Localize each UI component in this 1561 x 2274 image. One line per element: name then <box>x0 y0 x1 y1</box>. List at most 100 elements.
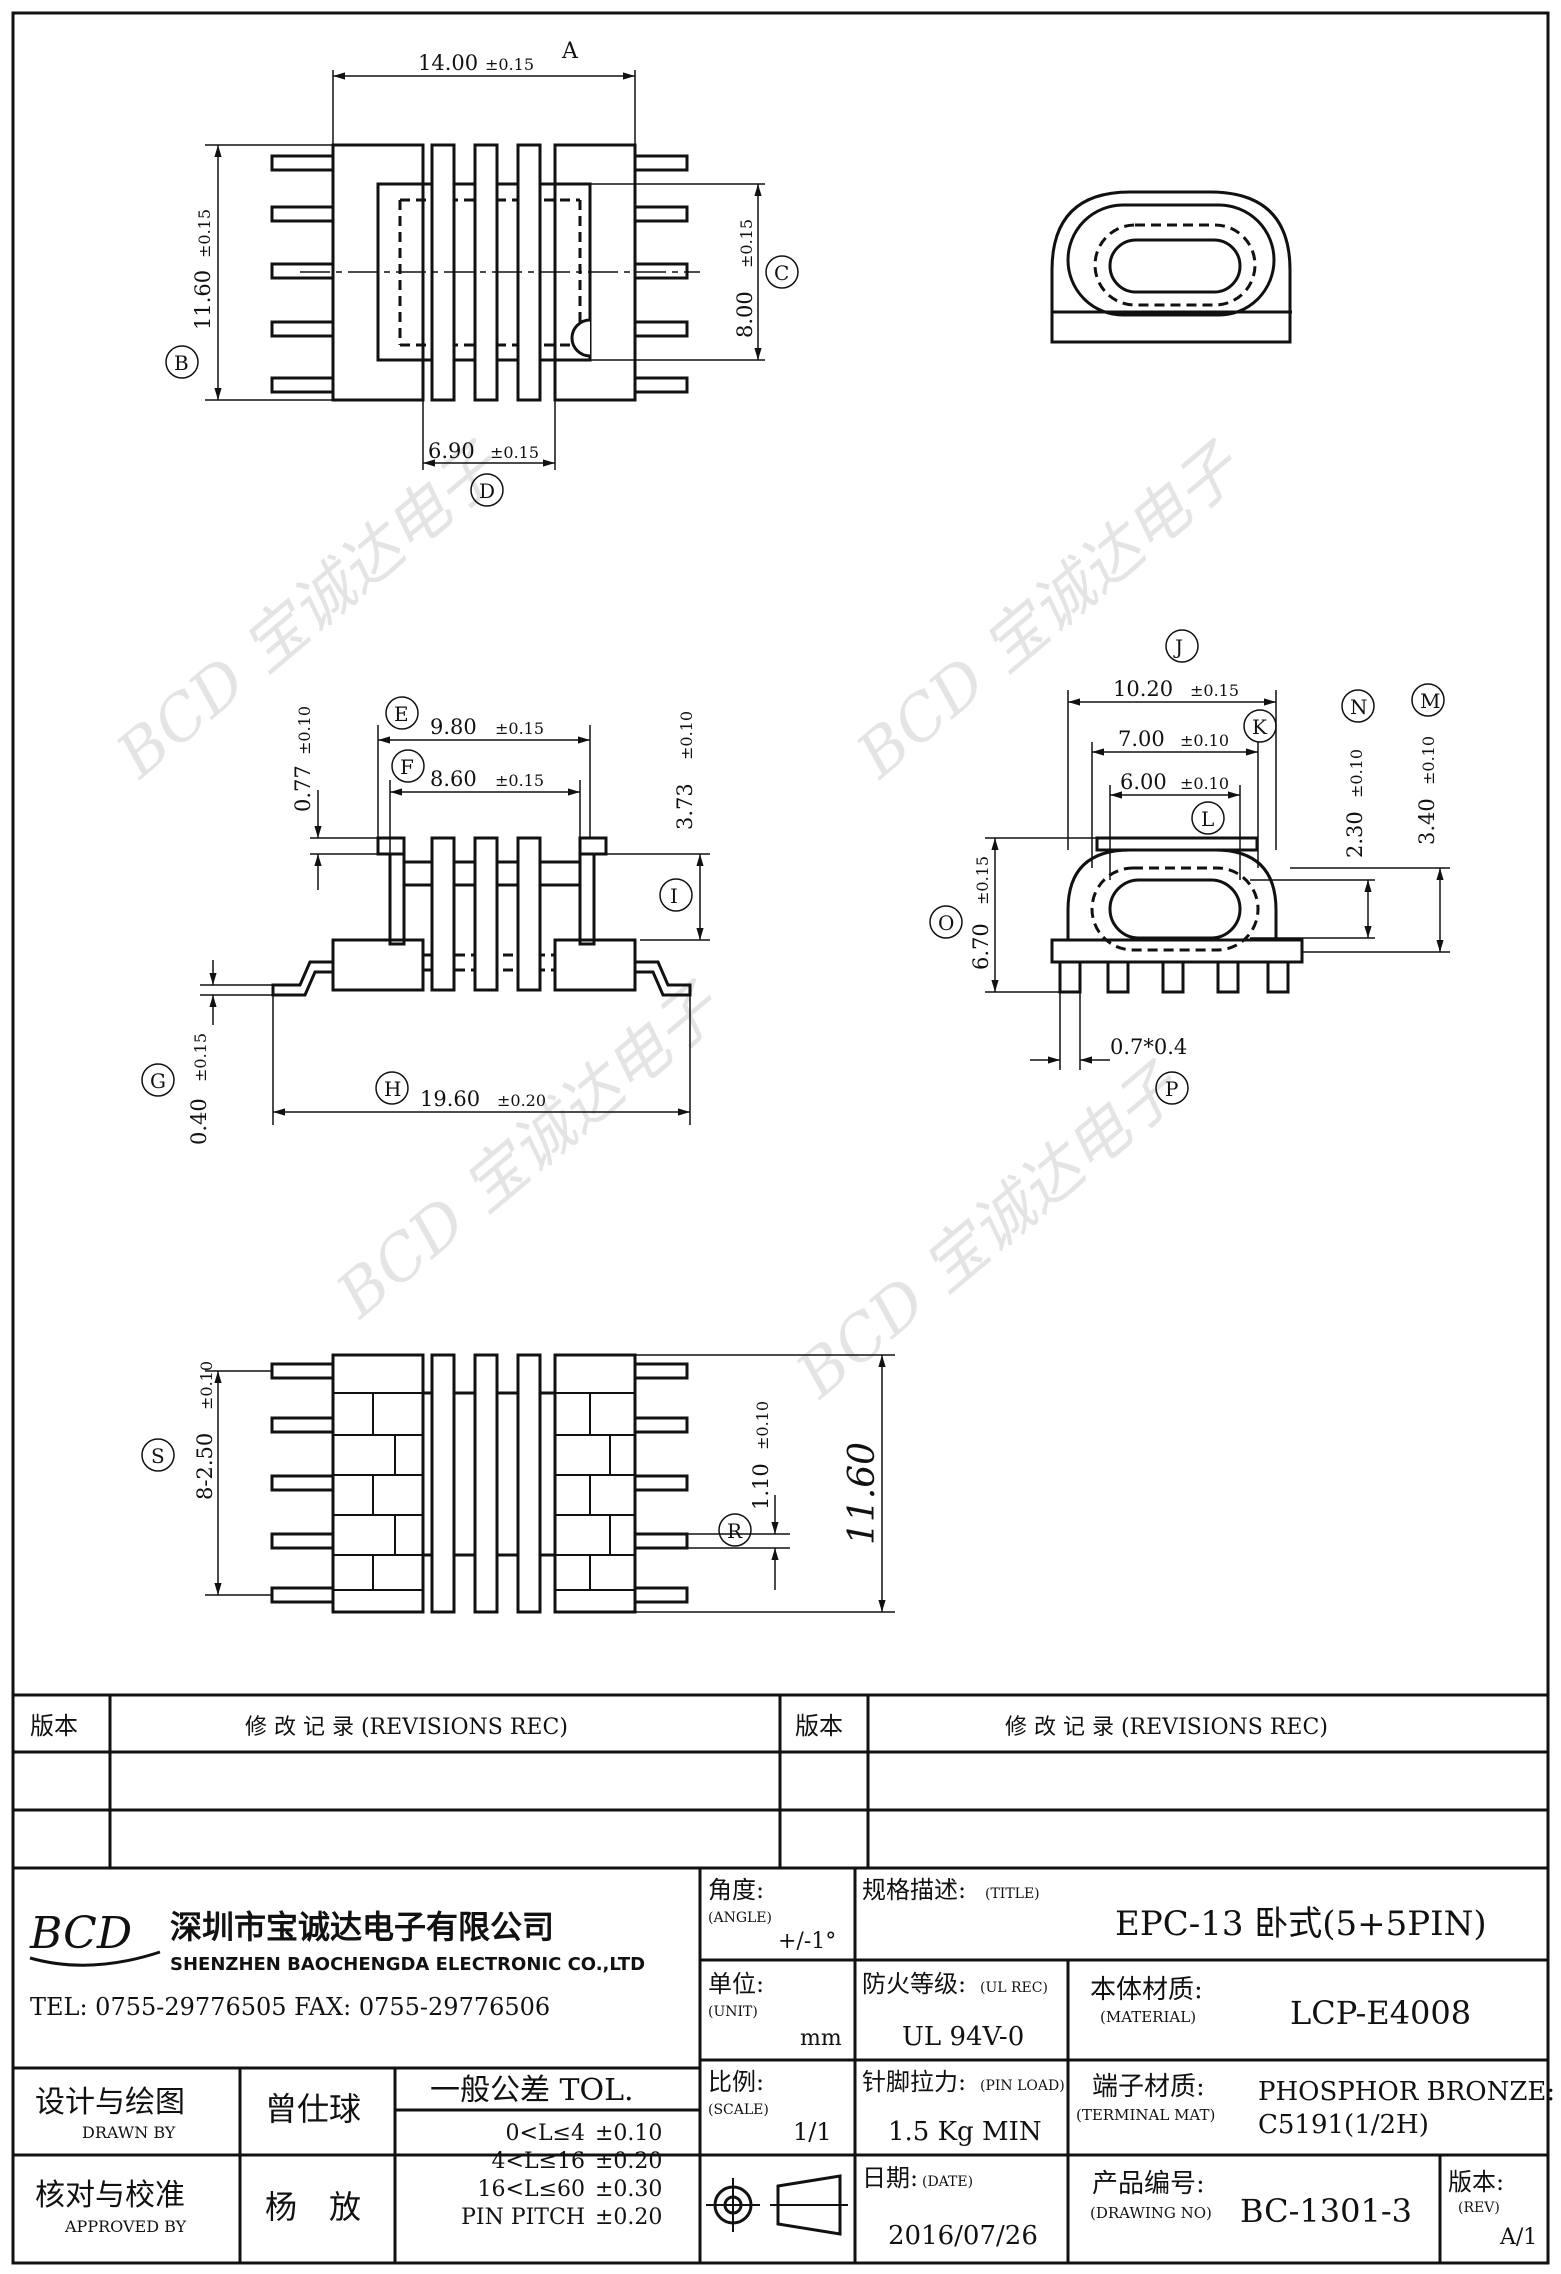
scale-label: 比例: <box>708 2068 764 2096</box>
unit-value: mm <box>800 2026 842 2051</box>
angle-label-en: (ANGLE) <box>708 1910 772 1926</box>
dim-D-label: D <box>479 479 495 503</box>
dim-M-label: M <box>1420 689 1440 713</box>
approved-label: 核对与校准 <box>35 2178 185 2213</box>
terminal-label: 端子材质: <box>1092 2072 1205 2102</box>
bottom-view-dims: 8-2.50 ±0.10 S 1.10 ±0.10 R 11.60 <box>141 1354 895 1613</box>
dim-H-tol: ±0.20 <box>497 1091 546 1110</box>
dim-N-tol: ±0.10 <box>1347 749 1366 798</box>
scale-label-en: (SCALE) <box>708 2102 769 2118</box>
terminal-value-2: C5191(1/2H) <box>1258 2110 1429 2140</box>
rev-header-left: 版本 <box>30 1712 78 1740</box>
balloon-S <box>141 1438 175 1472</box>
side-view <box>271 836 692 997</box>
balloon-P <box>1155 1071 1189 1105</box>
dim-F-label: F <box>400 755 414 779</box>
bottom-view <box>270 1353 689 1614</box>
title-label: 规格描述: <box>862 1876 966 1904</box>
drawing-no-value: BC-1301-3 <box>1240 2192 1412 2230</box>
dim-E-label: E <box>394 702 409 726</box>
watermark-text-4: BCD 宝诚达电子 <box>782 1049 1196 1413</box>
dim-N-label: N <box>1350 695 1368 719</box>
logo-swoosh <box>29 1950 161 1967</box>
bottom-right-pins <box>633 1362 689 1604</box>
tol-value: ±0.30 <box>595 2177 662 2202</box>
angle-value: +/-1° <box>778 1929 836 1954</box>
dim-K-label: K <box>1252 715 1268 739</box>
rev-label-en: (REV) <box>1458 2200 1500 2216</box>
dim-A-value: 14.00 <box>418 51 478 75</box>
sheet-frame-cover <box>11 1866 1550 2265</box>
side-view-dims: 9.80 ±0.15 E 8.60 ±0.15 F 0.77 ±0.10 3.7… <box>141 696 710 1145</box>
end-view-dims: 10.20 ±0.15 J 7.00 ±0.10 K 6.00 ±0.10 L … <box>929 629 1450 1105</box>
angle-label: 角度: <box>708 1876 764 1904</box>
date-label-en: (DATE) <box>922 2174 973 2190</box>
unit-label: 单位: <box>708 1970 764 1998</box>
company-info: BCD 深圳市宝诚达电子有限公司 SHENZHEN BAOCHENGDA ELE… <box>29 1908 645 2021</box>
dim-R-label: R <box>727 1519 743 1543</box>
dim-A-tol: ±0.15 <box>485 55 534 74</box>
side-right-post <box>578 852 596 946</box>
title-value: EPC-13 卧式(5+5PIN) <box>1115 1904 1487 1944</box>
date-value: 2016/07/26 <box>888 2221 1038 2251</box>
rev-header-right: 版本 <box>795 1712 843 1740</box>
company-logo: BCD <box>29 1908 132 1959</box>
drawing-no-label-en: (DRAWING NO) <box>1090 2204 1212 2222</box>
dim-K-tol: ±0.10 <box>1180 731 1229 750</box>
unit-label-en: (UNIT) <box>708 2004 758 2020</box>
balloon-N <box>1341 689 1375 723</box>
approved-name: 杨 放 <box>265 2188 361 2226</box>
dim-L-label: L <box>1201 807 1214 831</box>
material-value: LCP-E4008 <box>1290 1994 1471 2032</box>
pinload-label: 针脚拉力: <box>862 2068 966 2096</box>
side-left-base <box>331 938 425 992</box>
pinload-label-en: (PIN LOAD) <box>980 2078 1065 2094</box>
tol-range: 4<L≤16 <box>492 2149 585 2174</box>
dim-M-tol: ±0.10 <box>1419 736 1438 785</box>
dim-N-value: 2.30 <box>1343 811 1367 858</box>
balloon-I <box>659 878 693 912</box>
rec-header-right: 修 改 记 录 (REVISIONS REC) <box>1005 1715 1328 1740</box>
dim-H-value: 19.60 <box>420 1087 480 1111</box>
company-name-cn: 深圳市宝诚达电子有限公司 <box>170 1908 554 1946</box>
dim-C-value: 8.00 <box>733 291 757 338</box>
pinload-value: 1.5 Kg MIN <box>888 2117 1042 2147</box>
dim-C-tol: ±0.15 <box>737 219 756 268</box>
dim-height-tol: ±0.10 <box>677 711 696 760</box>
company-contact: TEL: 0755-29776505 FAX: 0755-29776506 <box>30 1993 550 2021</box>
tol-title: 一般公差 TOL. <box>430 2073 634 2108</box>
top-view <box>270 143 700 402</box>
dim-P-label: P <box>1165 1077 1178 1101</box>
scale-value: 1/1 <box>793 2118 832 2146</box>
dim-O-label: O <box>938 911 954 935</box>
watermark-text-3: BCD 宝诚达电子 <box>322 969 736 1333</box>
side-left-post <box>388 852 406 946</box>
rev-label: 版本: <box>1448 2168 1504 2196</box>
drawn-label-en: DRAWN BY <box>82 2123 176 2142</box>
top-left-pins <box>270 154 335 394</box>
dim-E-value: 9.80 <box>430 715 477 739</box>
balloon-H <box>375 1071 409 1105</box>
terminal-label-en: (TERMINAL MAT) <box>1076 2106 1215 2124</box>
dim-J-tol: ±0.15 <box>1190 681 1239 700</box>
balloon-C <box>765 255 799 289</box>
approval-fields: 设计与绘图 DRAWN BY 曾仕球 核对与校准 APPROVED BY 杨 放… <box>35 2073 634 2236</box>
dim-F-value: 8.60 <box>430 767 477 791</box>
company-name-en: SHENZHEN BAOCHENGDA ELECTRONIC CO.,LTD <box>170 1954 645 1975</box>
title-block-fields: 角度: (ANGLE) +/-1° 规格描述: (TITLE) EPC-13 卧… <box>708 1876 1555 2251</box>
fire-label-en: (UL REC) <box>980 1980 1048 1996</box>
end-base <box>1050 938 1304 964</box>
balloon-M <box>1411 683 1445 717</box>
dim-S-tol: ±0.10 <box>197 1361 216 1410</box>
dim-L-tol: ±0.10 <box>1180 774 1229 793</box>
drawn-name: 曾仕球 <box>265 2090 361 2128</box>
material-label: 本体材质: <box>1090 1975 1203 2005</box>
tol-range: PIN PITCH <box>461 2205 585 2230</box>
terminal-value-1: PHOSPHOR BRONZE: <box>1258 2077 1555 2107</box>
title-block-grid <box>13 1868 1548 2263</box>
dim-total-value: 11.60 <box>842 1442 883 1545</box>
material-label-en: (MATERIAL) <box>1100 2008 1196 2026</box>
revision-headers: 版本 修 改 记 录 (REVISIONS REC) 版本 修 改 记 录 (R… <box>30 1712 1328 1740</box>
